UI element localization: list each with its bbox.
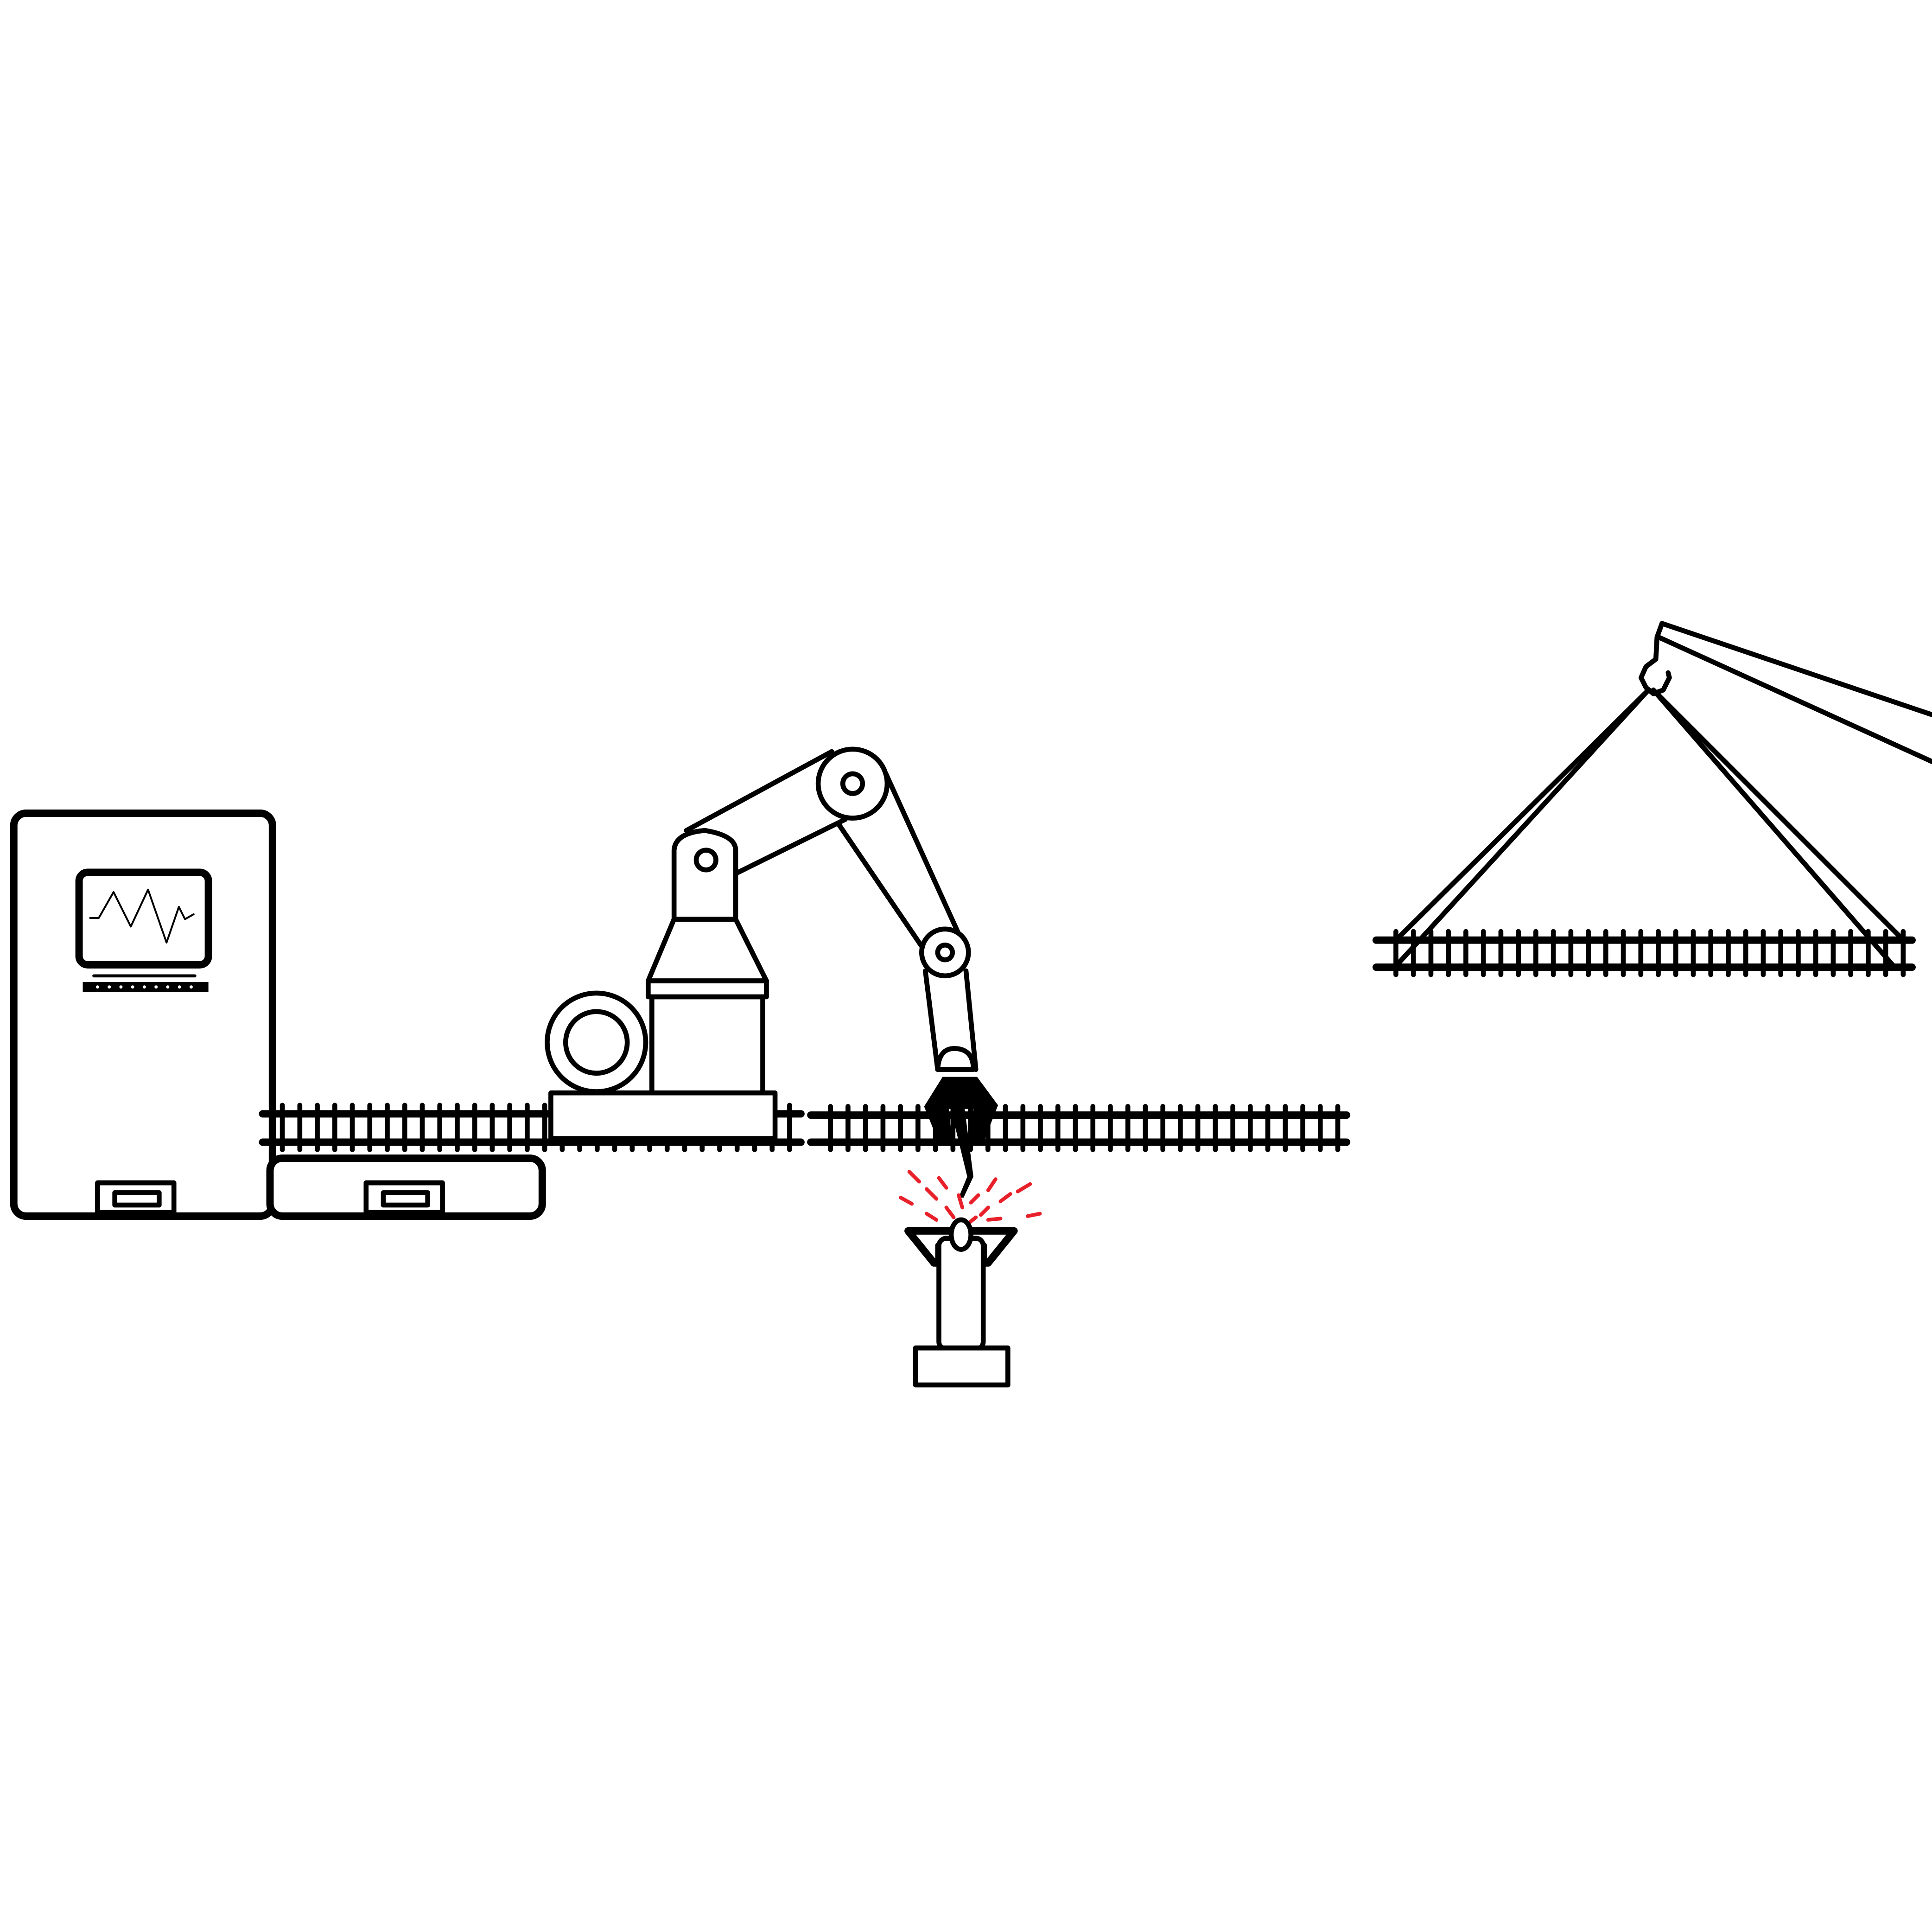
- control-cabinet-icon: [10, 809, 546, 1220]
- spark-dash: [969, 1193, 980, 1205]
- gripper-icon: [924, 1077, 998, 1198]
- spark-dash: [944, 1205, 956, 1219]
- spark-dash: [986, 1177, 998, 1192]
- spark-dash: [907, 1170, 922, 1184]
- spark-dash: [1016, 1182, 1032, 1193]
- spark-dash: [924, 1211, 939, 1222]
- panel-dot: [178, 985, 181, 989]
- panel-dot: [166, 985, 170, 989]
- welding-station-icon: [904, 1217, 1018, 1388]
- conveyor-rail-icon: [259, 929, 1916, 1152]
- spark-dash: [979, 1205, 990, 1217]
- spark-dash: [957, 1193, 965, 1210]
- panel-dot: [142, 985, 146, 989]
- panel-dot: [131, 985, 134, 989]
- panel-dot: [108, 985, 111, 989]
- spark-dash: [937, 1176, 948, 1190]
- spark-dash: [899, 1196, 914, 1206]
- sparks-icon: [899, 1170, 1042, 1224]
- spark-dash: [1025, 1211, 1042, 1218]
- panel-dot: [95, 985, 99, 989]
- panel-dot: [154, 985, 158, 989]
- spark-dash: [998, 1192, 1012, 1204]
- panel-dot: [189, 985, 193, 989]
- panel-dot: [119, 985, 123, 989]
- spark-dash: [924, 1187, 939, 1201]
- robot-arm-icon: [545, 746, 979, 1141]
- crane-hook-icon: [1393, 621, 1932, 969]
- spark-dash: [986, 1217, 1003, 1222]
- spark-dash: [967, 1215, 978, 1224]
